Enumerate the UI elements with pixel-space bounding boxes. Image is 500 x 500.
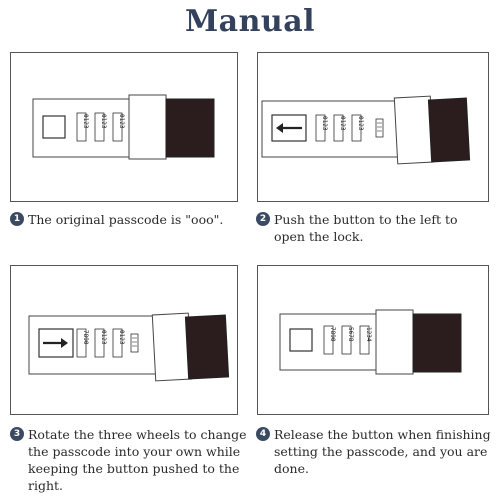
lock-illustration-2: 0123 0123 0123 bbox=[261, 95, 471, 165]
wheel-3: 0123 bbox=[112, 328, 125, 358]
latch-slot bbox=[130, 333, 139, 353]
illustration-panel-1: 0123 0123 0123 bbox=[10, 52, 238, 202]
wheel-3-digits: 0123 bbox=[118, 114, 125, 129]
step-caption-4: 4 Release the button when finishing sett… bbox=[256, 426, 492, 477]
lock-illustration-4: 7890 5678 1234 bbox=[279, 309, 462, 375]
latch-slot bbox=[375, 118, 384, 138]
step-caption-2: 2 Push the button to the left to open th… bbox=[256, 211, 492, 245]
lock-dark-end bbox=[427, 97, 471, 163]
wheel-3: 0123 bbox=[351, 114, 364, 142]
shackle-sleeve bbox=[375, 309, 414, 375]
wheel-2: 5678 bbox=[341, 325, 354, 355]
wheel-1: 0123 bbox=[76, 112, 89, 142]
wheel-2: 0123 bbox=[94, 328, 107, 358]
wheel-3: 0123 bbox=[112, 112, 125, 142]
wheel-1-digits: 0123 bbox=[321, 116, 328, 131]
step-caption-3: 3 Rotate the three wheels to change the … bbox=[10, 426, 248, 494]
numbered-circle-icon: 3 bbox=[10, 427, 24, 441]
step-text: Rotate the three wheels to change the pa… bbox=[28, 427, 247, 493]
illustration-panel-2: 0123 0123 0123 bbox=[257, 52, 489, 202]
lock-illustration-3: 7890 0123 0123 bbox=[28, 312, 230, 382]
shackle-sleeve bbox=[393, 95, 435, 165]
step-text: Release the button when finishing settin… bbox=[274, 427, 491, 476]
wheel-2: 0123 bbox=[94, 112, 107, 142]
numbered-circle-icon: 1 bbox=[10, 212, 24, 226]
wheel-2-digits: 0123 bbox=[339, 116, 346, 131]
push-button bbox=[42, 115, 66, 139]
step-caption-1: 1 The original passcode is "ooo". bbox=[10, 211, 245, 228]
push-button bbox=[289, 328, 313, 352]
wheel-3: 1234 bbox=[359, 325, 372, 355]
numbered-circle-icon: 4 bbox=[256, 427, 270, 441]
wheel-1: 7890 bbox=[76, 328, 89, 358]
wheel-3-digits: 1234 bbox=[365, 327, 372, 342]
step-text: The original passcode is "ooo". bbox=[28, 212, 224, 227]
numbered-circle-icon: 2 bbox=[256, 212, 270, 226]
shackle-sleeve bbox=[128, 94, 167, 160]
wheel-1: 0123 bbox=[315, 114, 328, 142]
arrow-right-icon bbox=[43, 338, 68, 348]
wheel-3-digits: 0123 bbox=[118, 330, 125, 345]
illustration-panel-3: 7890 0123 0123 bbox=[10, 265, 238, 415]
page-title: Manual bbox=[184, 4, 316, 39]
lock-dark-end bbox=[412, 313, 462, 373]
wheel-1: 7890 bbox=[323, 325, 336, 355]
lock-dark-end bbox=[184, 314, 230, 380]
wheel-2-digits: 5678 bbox=[347, 327, 354, 342]
wheel-1-digits: 7890 bbox=[82, 330, 89, 345]
wheel-1-digits: 7890 bbox=[329, 327, 336, 342]
wheel-3-digits: 0123 bbox=[357, 116, 364, 131]
wheel-2: 0123 bbox=[333, 114, 346, 142]
step-text: Push the button to the left to open the … bbox=[274, 212, 458, 244]
lock-illustration-1: 0123 0123 0123 bbox=[32, 94, 215, 160]
lock-dark-end bbox=[165, 98, 215, 158]
illustration-panel-4: 7890 5678 1234 bbox=[257, 265, 489, 415]
arrow-left-icon bbox=[276, 123, 302, 133]
wheel-2-digits: 0123 bbox=[100, 114, 107, 129]
wheel-2-digits: 0123 bbox=[100, 330, 107, 345]
wheel-1-digits: 0123 bbox=[82, 114, 89, 129]
